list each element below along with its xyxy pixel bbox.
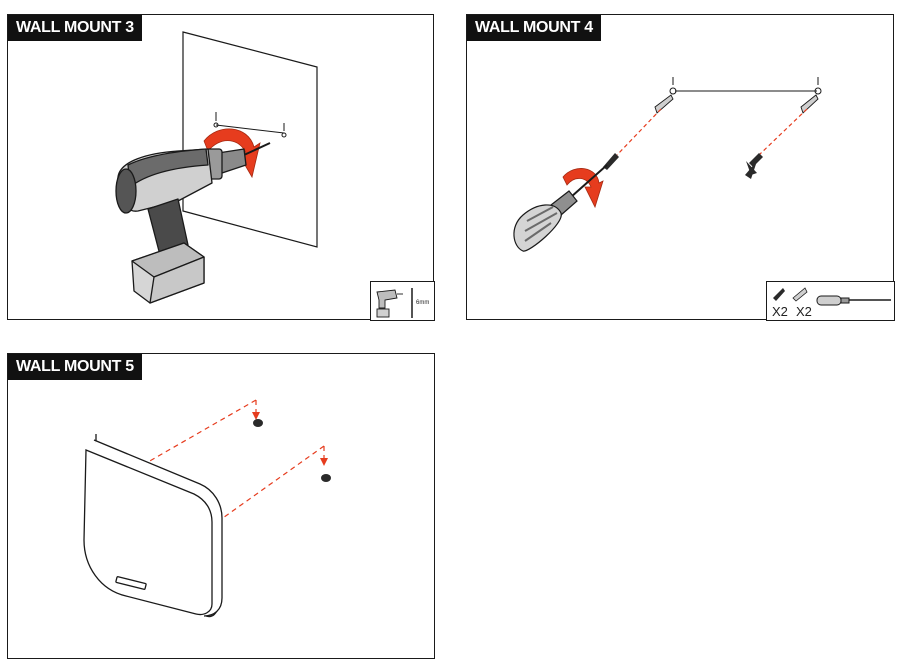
- drill-bit-size-label: 6mm: [416, 300, 430, 306]
- legend-icons: [773, 287, 891, 306]
- screw-icon: [253, 419, 331, 482]
- screw-icon: [773, 288, 785, 301]
- screw-quantity-label: X2: [772, 304, 788, 319]
- mounting-line: [669, 77, 822, 95]
- wall-anchor-icon: [792, 287, 808, 302]
- screw-icon: [603, 153, 763, 179]
- screwdriver-icon: [513, 164, 608, 252]
- down-arrow-icon: [252, 412, 328, 466]
- hang-device-illustration: [83, 399, 331, 618]
- drill-icon: [115, 142, 271, 304]
- panel-wall-mount-3: WALL MOUNT 3: [7, 14, 435, 321]
- screwdriver-icon: [816, 295, 891, 306]
- alignment-guides: [147, 399, 325, 521]
- tool-legend: X2 X2: [766, 281, 895, 321]
- wall-anchor-icon: [654, 94, 819, 114]
- anchor-quantity-label: X2: [796, 304, 812, 319]
- router-device-icon: [83, 434, 223, 618]
- drill-marks: [213, 112, 287, 138]
- drilling-illustration: [115, 31, 318, 304]
- tool-legend: 6mm: [370, 281, 435, 321]
- drill-icon: [376, 288, 413, 318]
- panel-title: WALL MOUNT 4: [467, 15, 601, 41]
- panel-title: WALL MOUNT 5: [8, 354, 142, 380]
- screwing-illustration: [513, 77, 822, 252]
- panel-wall-mount-4: WALL MOUNT 4: [466, 14, 895, 321]
- alignment-guides: [616, 108, 808, 156]
- panel-wall-mount-5: WALL MOUNT 5: [7, 353, 435, 659]
- panel-title: WALL MOUNT 3: [8, 15, 142, 41]
